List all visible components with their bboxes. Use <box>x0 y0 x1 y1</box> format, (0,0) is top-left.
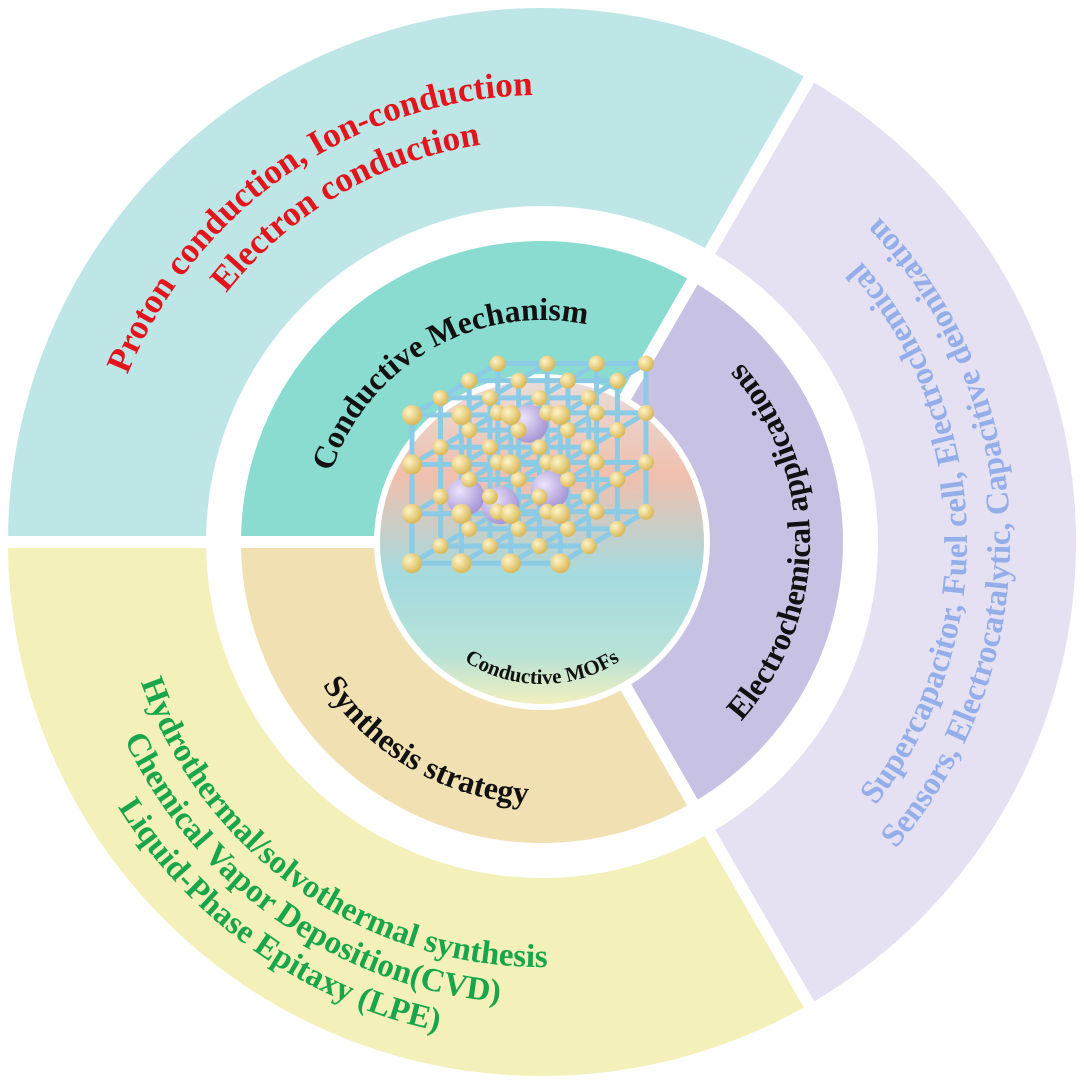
metal-node <box>550 454 571 475</box>
metal-node <box>560 471 576 488</box>
metal-node <box>609 520 626 537</box>
metal-node <box>451 553 472 574</box>
metal-node <box>638 454 654 471</box>
metal-node <box>588 355 605 372</box>
metal-node <box>432 538 449 555</box>
metal-node <box>461 422 478 439</box>
metal-node <box>531 439 548 456</box>
metal-node <box>461 372 478 389</box>
metal-node <box>550 503 571 524</box>
metal-node <box>580 538 597 555</box>
metal-node <box>638 503 654 520</box>
metal-node <box>461 471 478 488</box>
metal-node <box>451 454 472 475</box>
metal-node <box>432 389 449 406</box>
metal-node <box>531 538 548 555</box>
outer-sector-mechanism <box>0 0 818 548</box>
metal-node <box>580 389 597 406</box>
metal-node <box>510 471 527 488</box>
metal-node <box>638 355 654 372</box>
metal-node <box>580 488 597 505</box>
mof-lattice-illustration <box>402 355 654 574</box>
metal-node <box>550 553 571 574</box>
metal-node <box>580 439 597 456</box>
metal-node <box>482 488 498 505</box>
metal-node <box>402 553 422 574</box>
metal-node <box>500 553 521 574</box>
metal-node <box>432 439 449 456</box>
metal-node <box>560 520 576 537</box>
metal-node <box>638 404 654 421</box>
metal-node <box>451 503 472 524</box>
metal-node <box>482 439 498 456</box>
metal-node <box>609 372 626 389</box>
metal-node <box>500 454 521 475</box>
metal-node <box>560 372 576 389</box>
metal-node <box>588 454 605 471</box>
metal-node <box>531 389 548 406</box>
metal-node <box>539 355 556 372</box>
metal-node <box>489 355 506 372</box>
metal-node <box>588 404 605 421</box>
metal-node <box>550 405 571 425</box>
metal-node <box>510 520 527 537</box>
metal-node <box>402 454 422 475</box>
outer-sector-synthesis <box>0 536 818 1085</box>
metal-node <box>402 405 422 425</box>
metal-node <box>510 422 527 439</box>
metal-node <box>500 405 521 425</box>
metal-node <box>588 503 605 520</box>
metal-node <box>609 422 626 439</box>
metal-node <box>500 503 521 524</box>
metal-node <box>482 389 498 406</box>
metal-node <box>609 471 626 488</box>
metal-node <box>402 503 422 524</box>
metal-node <box>432 488 449 505</box>
metal-node <box>451 405 472 425</box>
metal-node <box>482 538 498 555</box>
outer-sector-applications <box>701 68 1084 1016</box>
metal-node <box>560 422 576 439</box>
metal-node <box>461 520 478 537</box>
metal-node <box>510 372 527 389</box>
metal-node <box>531 488 548 505</box>
